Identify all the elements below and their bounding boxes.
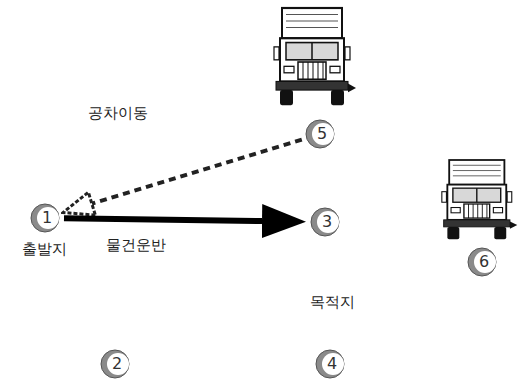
crescent-outer xyxy=(31,204,59,232)
truck-illustration xyxy=(442,160,517,239)
crescent-outer xyxy=(306,120,334,148)
crescent-outer xyxy=(101,350,129,378)
place-node: 2 xyxy=(100,349,130,379)
crescent-outer xyxy=(468,248,496,276)
place-label: 출발지 xyxy=(20,240,69,258)
place-number: 1 xyxy=(30,203,60,233)
crescent-outer xyxy=(311,208,339,236)
place-number: 4 xyxy=(315,349,345,379)
solid-arrow xyxy=(64,218,262,221)
place-number: 5 xyxy=(305,119,335,149)
truck-illustration xyxy=(274,8,356,105)
place-node: 6 xyxy=(467,247,497,277)
place-node: 4 xyxy=(315,349,345,379)
place-node: 1 xyxy=(30,203,60,233)
place-node: 3 xyxy=(310,207,340,237)
dashed-arrow xyxy=(92,140,302,204)
edge-label: 물건운반 xyxy=(104,236,168,254)
crescent-outer xyxy=(316,350,344,378)
place-number: 3 xyxy=(310,207,340,237)
edge-label: 공차이동 xyxy=(86,104,150,122)
place-node: 5 xyxy=(305,119,335,149)
place-label: 목적지 xyxy=(308,293,357,311)
place-number: 2 xyxy=(100,349,130,379)
place-number: 6 xyxy=(467,247,497,277)
